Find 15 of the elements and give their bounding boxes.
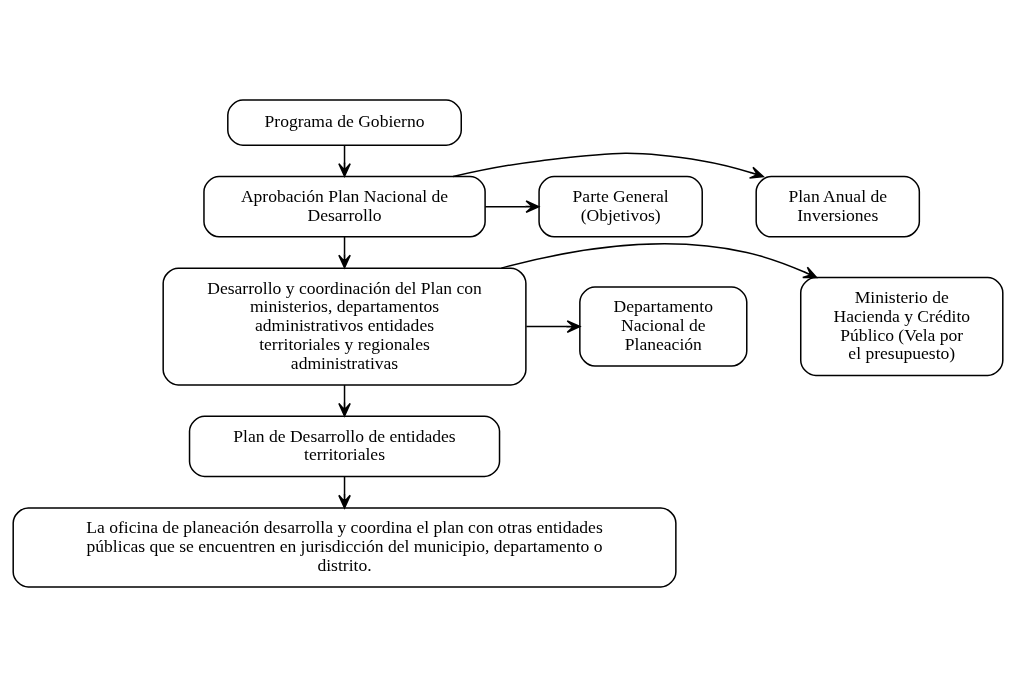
arrow xyxy=(338,144,351,177)
node-box: Programa de Gobierno xyxy=(227,98,462,146)
node-box: Aprobación Plan Nacional de Desarrollo xyxy=(203,175,486,238)
node-box: Plan de Desarrollo de entidades territoriales xyxy=(188,415,501,477)
arrow xyxy=(500,242,818,278)
arrow xyxy=(525,319,581,333)
arrow xyxy=(452,152,764,179)
node-box: Departamento Nacional de Planeación xyxy=(579,285,748,367)
node-box: La oficina de planeación desarrolla y coordina el plan con otras entidades públicas que se encuentren en jurisdicción del municipio, departamento o distrito. xyxy=(12,506,677,588)
node-box: Plan Anual de Inversiones xyxy=(755,175,921,238)
node-box: Ministerio de Hacienda y Crédito Público (Vela por el presupuesto) xyxy=(800,276,1004,376)
node-box: Desarrollo y coordinación del Plan con ministerios, departamentos administrativos entidades territoriales y regionales administrativas xyxy=(162,266,527,386)
arrow xyxy=(484,199,540,213)
node-box: Parte General (Objetivos) xyxy=(538,175,703,238)
arrow xyxy=(338,475,351,509)
